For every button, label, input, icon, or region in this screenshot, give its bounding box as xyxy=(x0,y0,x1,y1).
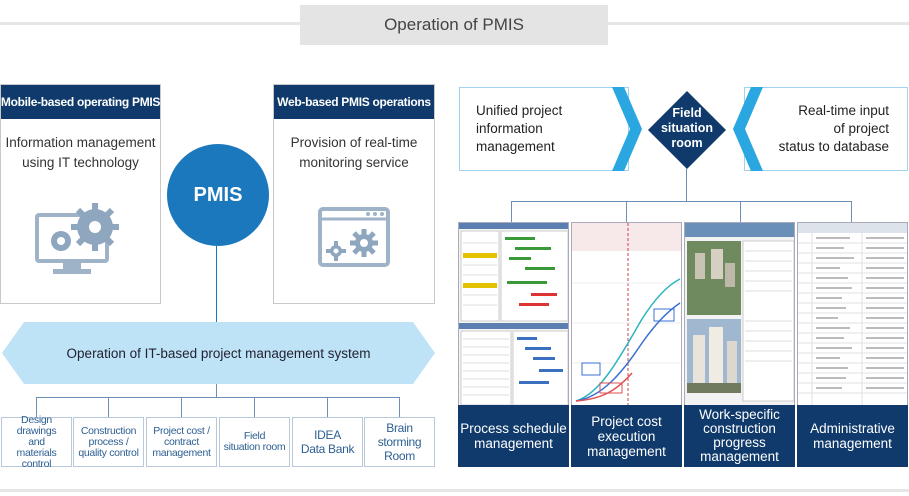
chevron-right-icon xyxy=(612,87,642,171)
pmis-hub: PMIS xyxy=(167,144,269,246)
administrative-screenshot xyxy=(797,222,908,406)
process-schedule-screenshot xyxy=(458,222,569,406)
web-pmis-panel: Web-based PMIS operations Provision of r… xyxy=(273,84,435,304)
field-room-connector xyxy=(686,169,687,201)
web-pmis-description: Provision of real-time monitoring servic… xyxy=(290,135,418,170)
bottom-divider xyxy=(0,489,909,492)
construction-progress-screenshot xyxy=(684,222,795,406)
modules-bar xyxy=(511,201,851,202)
sub-items-bar xyxy=(36,397,399,398)
page-title: Operation of PMIS xyxy=(300,5,608,45)
field-room-diamond-shape xyxy=(648,91,726,169)
monitor-gears-icon xyxy=(34,203,119,274)
it-system-banner-shape xyxy=(2,322,435,384)
web-pmis-header: Web-based PMIS operations xyxy=(274,85,434,119)
chevron-left-icon xyxy=(733,87,763,171)
project-cost-screenshot xyxy=(571,222,682,406)
pmis-connector xyxy=(216,246,217,322)
mobile-pmis-description: Information management using IT technolo… xyxy=(5,135,156,170)
banner-connector xyxy=(216,384,217,398)
mobile-pmis-panel: Mobile-based operating PMIS Information … xyxy=(0,84,161,304)
browser-gears-icon xyxy=(318,207,390,267)
mobile-pmis-header: Mobile-based operating PMIS xyxy=(1,85,160,119)
